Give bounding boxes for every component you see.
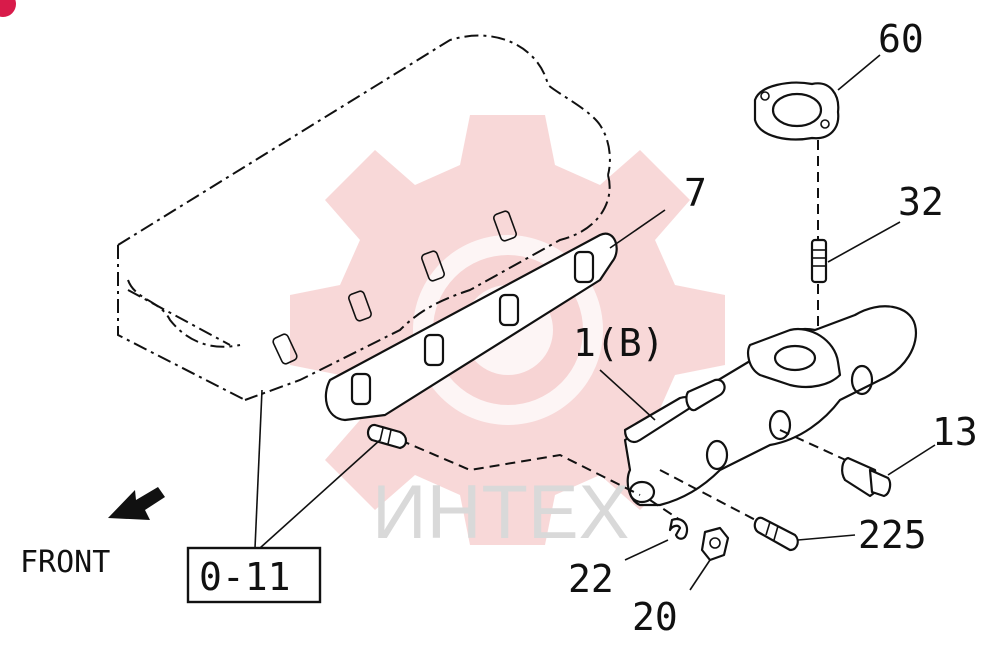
label-22: 22 xyxy=(568,557,614,601)
cylinder-head xyxy=(117,34,611,401)
nut-20 xyxy=(689,526,730,591)
reference-box xyxy=(186,546,322,604)
bolt-13 xyxy=(841,444,936,498)
watermark-text: ИНТЕХ xyxy=(372,470,629,555)
manifold-gasket xyxy=(324,209,666,422)
label-225: 225 xyxy=(858,513,927,557)
info-dot-icon xyxy=(0,0,16,17)
label-7: 7 xyxy=(684,171,707,215)
stud-225 xyxy=(753,516,856,552)
label-20: 20 xyxy=(632,595,678,639)
front-label: FRONT xyxy=(20,545,110,580)
stud-left xyxy=(366,423,408,450)
washer-22 xyxy=(624,517,689,561)
reference-label: 0-11 xyxy=(199,555,291,599)
label-13: 13 xyxy=(932,410,978,454)
stud-32 xyxy=(810,221,901,284)
front-arrow-icon xyxy=(108,487,165,520)
flange-gasket xyxy=(753,54,881,141)
label-32: 32 xyxy=(898,180,944,224)
label-60: 60 xyxy=(878,17,924,61)
exhaust-manifold xyxy=(599,305,918,507)
label-1b: 1(B) xyxy=(573,321,665,365)
